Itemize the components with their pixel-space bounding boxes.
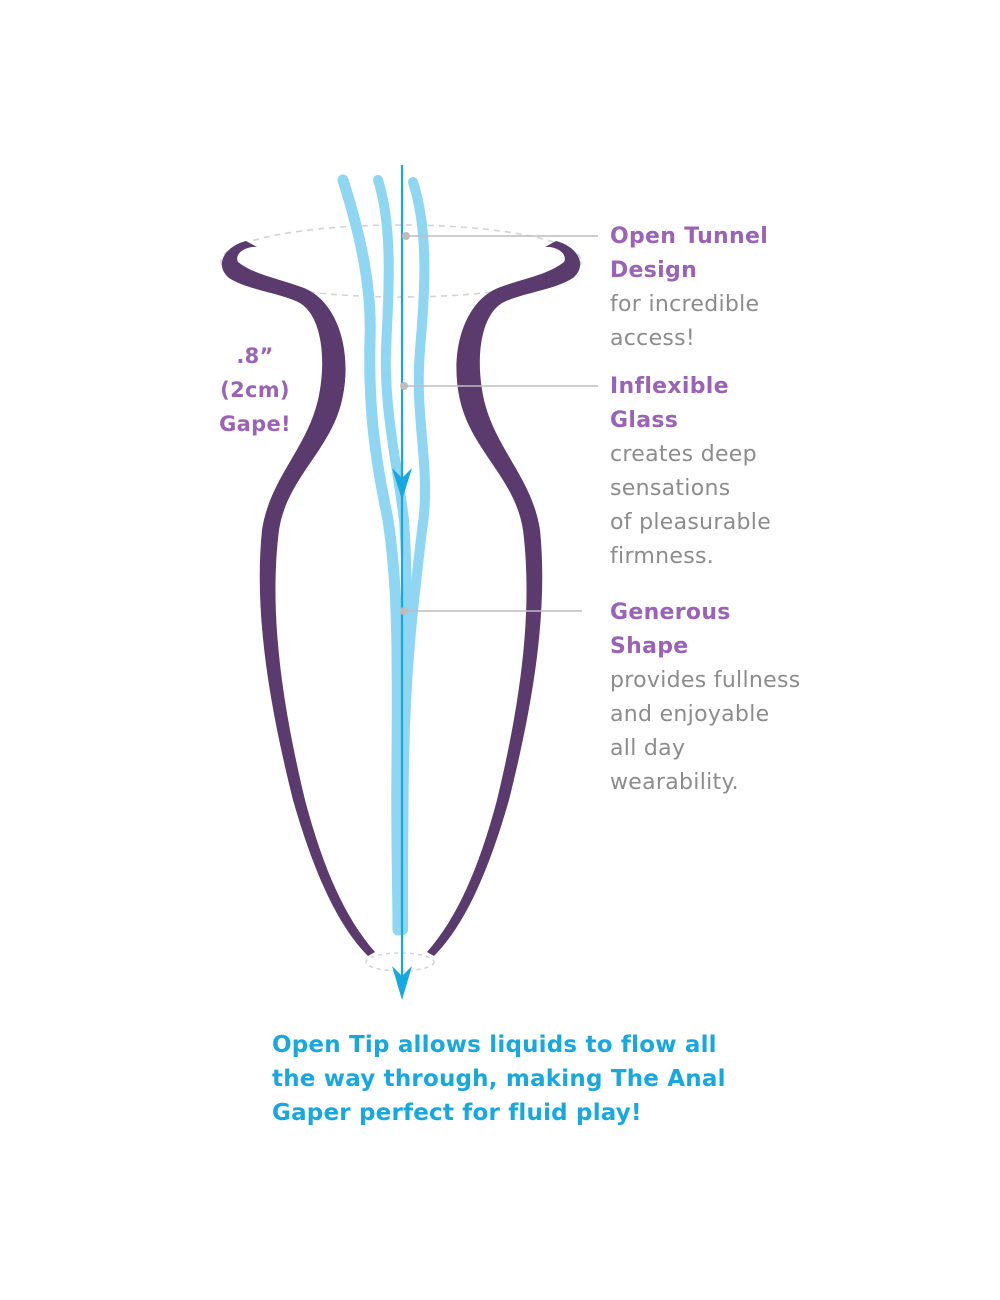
gape-label-line: (2cm) bbox=[220, 378, 290, 402]
caption-line: the way through, making The Anal bbox=[272, 1066, 726, 1092]
left-wall bbox=[221, 241, 375, 956]
feature-desc-line: for incredible bbox=[610, 292, 760, 317]
feature-desc-line: all day bbox=[610, 736, 686, 761]
feature-title-line: Inflexible bbox=[610, 374, 729, 399]
feature-title: Generous Shape bbox=[610, 596, 990, 664]
feature-title: Open Tunnel Design bbox=[610, 220, 990, 288]
feature-title: Inflexible Glass bbox=[610, 370, 990, 438]
dot-icon bbox=[400, 382, 408, 390]
bottom-opening-ring bbox=[365, 952, 435, 972]
dot-icon bbox=[400, 607, 408, 615]
feature-description: provides fullness and enjoyable all day … bbox=[610, 664, 990, 800]
feature-title-line: Open Tunnel bbox=[610, 224, 769, 249]
arrowhead-upper bbox=[392, 468, 412, 500]
liquid-stream-right bbox=[398, 177, 431, 935]
feature-title-line: Generous bbox=[610, 600, 731, 625]
feature-desc-line: sensations bbox=[610, 476, 731, 501]
feature-description: for incredible access! bbox=[610, 288, 990, 356]
right-wall bbox=[427, 241, 581, 956]
feature-desc-line: provides fullness bbox=[610, 668, 801, 693]
feature-desc-line: wearability. bbox=[610, 770, 739, 795]
gape-label: .8” (2cm) Gape! bbox=[190, 339, 320, 441]
leader-lines bbox=[404, 235, 598, 612]
feature-generous-shape: Generous Shape provides fullness and enj… bbox=[610, 596, 990, 800]
feature-desc-line: creates deep bbox=[610, 442, 757, 467]
leader-dots bbox=[400, 232, 410, 615]
feature-desc-line: of pleasurable bbox=[610, 510, 772, 535]
liquid-streams bbox=[337, 174, 431, 936]
feature-title-line: Design bbox=[610, 258, 698, 283]
feature-description: creates deep sensations of pleasurable f… bbox=[610, 438, 990, 574]
feature-open-tunnel: Open Tunnel Design for incredible access… bbox=[610, 220, 990, 356]
feature-title-line: Shape bbox=[610, 634, 689, 659]
down-arrow-icon bbox=[392, 165, 412, 1000]
feature-inflexible-glass: Inflexible Glass creates deep sensations… bbox=[610, 370, 990, 574]
dot-icon bbox=[402, 232, 410, 240]
arrowhead-lower bbox=[392, 966, 412, 1000]
open-tip-caption: Open Tip allows liquids to flow all the … bbox=[272, 1028, 832, 1130]
feature-desc-line: access! bbox=[610, 326, 696, 351]
feature-desc-line: firmness. bbox=[610, 544, 715, 569]
gape-label-line: .8” bbox=[236, 344, 274, 368]
caption-line: Open Tip allows liquids to flow all bbox=[272, 1032, 717, 1058]
feature-desc-line: and enjoyable bbox=[610, 702, 770, 727]
feature-title-line: Glass bbox=[610, 408, 679, 433]
gape-label-line: Gape! bbox=[219, 412, 291, 436]
caption-line: Gaper perfect for fluid play! bbox=[272, 1100, 642, 1126]
